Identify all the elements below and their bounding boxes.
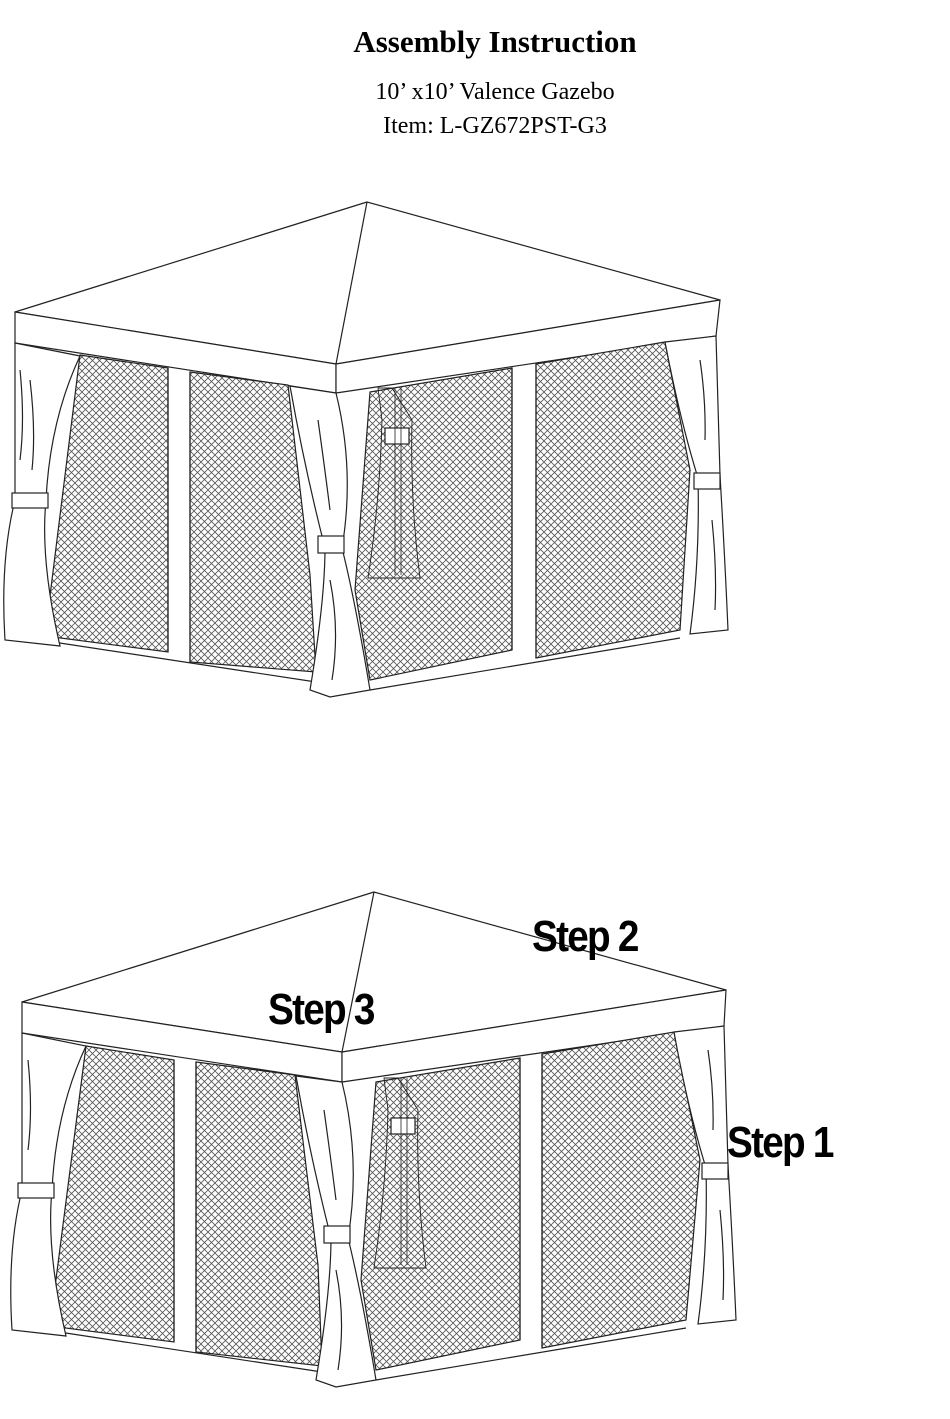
step-1-label: Step 1 (727, 1118, 834, 1167)
product-name: 10’ x10’ Valence Gazebo (375, 79, 615, 105)
gazebo-steps-illustration (10, 891, 737, 1388)
document-title: Assembly Instruction (353, 24, 637, 59)
step-3-label: Step 3 (268, 985, 375, 1034)
gazebo-overview-illustration (3, 201, 729, 698)
step-2-label: Step 2 (532, 912, 639, 961)
item-number: Item: L-GZ672PST-G3 (383, 113, 607, 139)
